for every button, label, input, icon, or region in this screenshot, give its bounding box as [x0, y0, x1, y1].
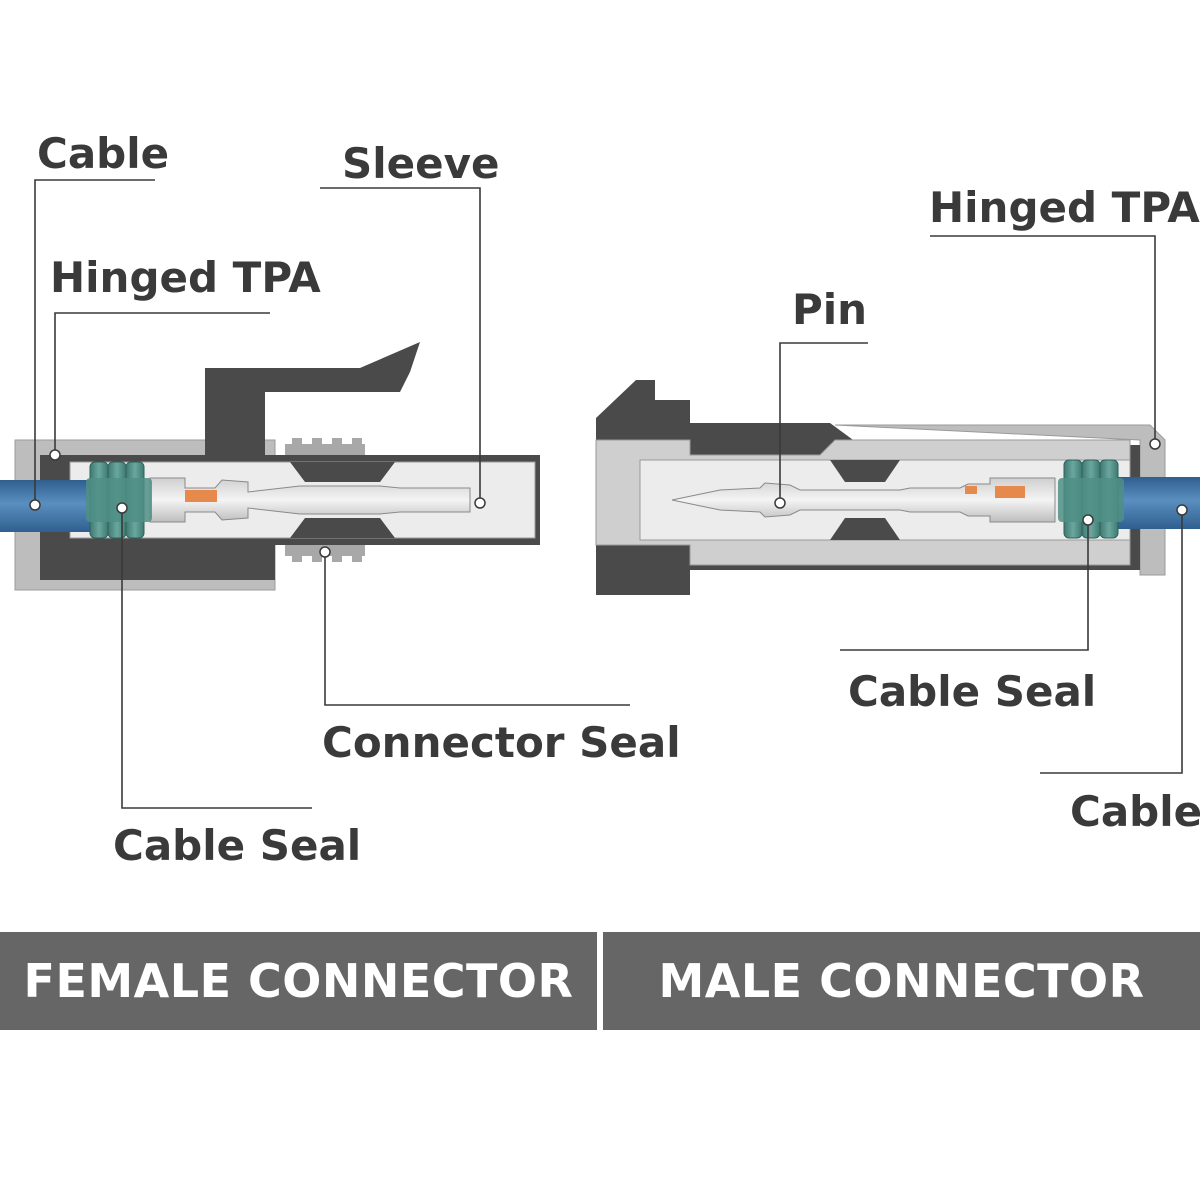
female-cable-seal: [86, 461, 152, 539]
female-cable-seal-label: Cable Seal: [113, 821, 361, 870]
female-cable: [0, 480, 92, 532]
male-cable: [1110, 477, 1200, 529]
male-cable-label: Cable: [1070, 787, 1200, 836]
female-leader-lines: [34, 179, 630, 809]
female-connector-banner-text: FEMALE CONNECTOR: [23, 954, 574, 1008]
female-sleeve-constriction: [290, 462, 395, 538]
male-connector-drawing: [595, 380, 1200, 595]
female-connector-seal-label: Connector Seal: [322, 718, 681, 767]
male-terminal-crimp-small: [965, 486, 977, 494]
male-cable-seal: [1058, 459, 1124, 539]
female-hinged-tpa-label: Hinged TPA: [50, 253, 321, 302]
male-interior-constriction: [830, 460, 900, 540]
male-pin-label: Pin: [792, 285, 867, 334]
female-cable-label: Cable: [37, 129, 169, 178]
female-terminal-crimp: [185, 490, 217, 502]
male-hinged-tpa-label: Hinged TPA: [929, 183, 1200, 232]
male-terminal-crimp: [995, 486, 1025, 498]
female-connector-body: [40, 342, 540, 580]
male-connector-banner: MALE CONNECTOR: [603, 932, 1200, 1030]
male-tpa-housing: [834, 424, 1166, 576]
male-leader-dots: [774, 438, 1188, 526]
male-pin: [671, 477, 1056, 523]
female-connector-seal-top: [285, 438, 365, 455]
female-leader-dots: [29, 449, 486, 558]
male-connector-banner-text: MALE CONNECTOR: [658, 954, 1145, 1008]
female-sleeve-label: Sleeve: [342, 139, 499, 188]
female-connector-banner: FEMALE CONNECTOR: [0, 932, 597, 1030]
male-cable-seal-label: Cable Seal: [848, 667, 1096, 716]
female-terminal: [149, 477, 471, 523]
female-connector-drawing: [0, 342, 540, 591]
male-leader-lines: [779, 235, 1183, 774]
